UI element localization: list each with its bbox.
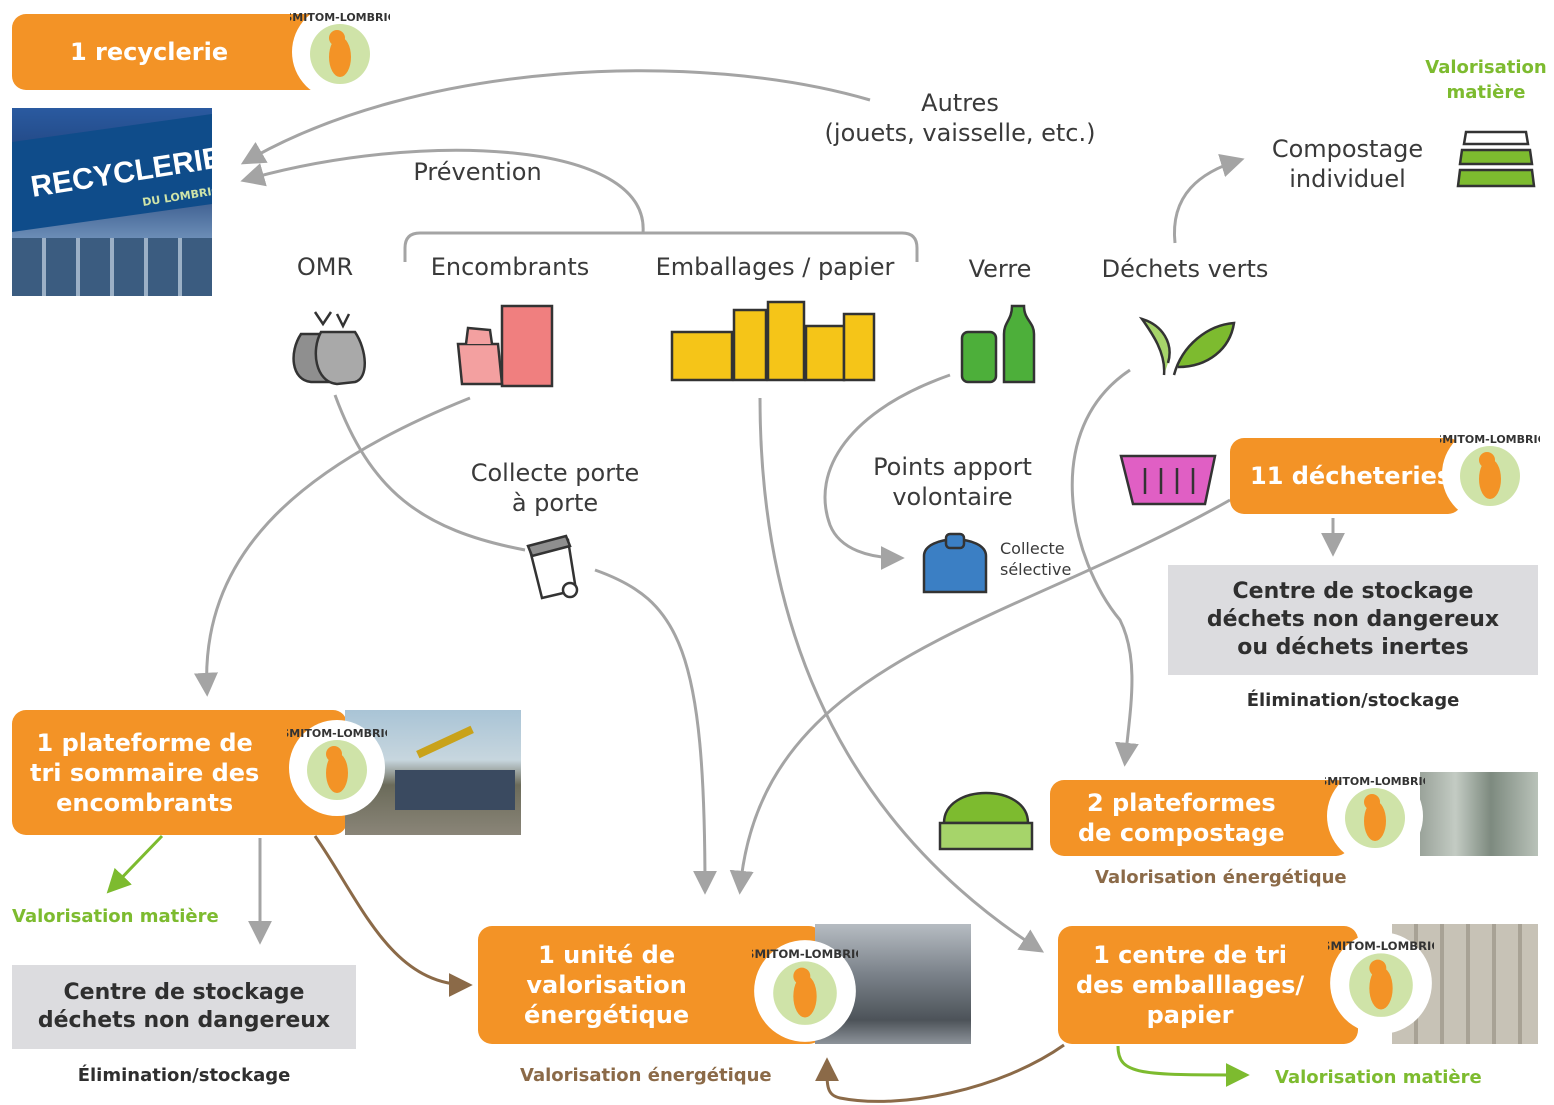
valorisation-energetique-compost-caption: Valorisation énergétique (1095, 867, 1347, 888)
smitom-lombric-logo: SMITOM-LOMBRIC (287, 720, 387, 816)
unite-valorisation-label: 1 unité de valorisation énergétique (524, 941, 690, 1029)
svg-text:SMITOM-LOMBRIC: SMITOM-LOMBRIC (1328, 939, 1434, 953)
decheteries-label: 11 décheteries (1250, 462, 1452, 490)
recyclerie-box: 1 recyclerie (12, 14, 342, 90)
svg-text:SMITOM-LOMBRIC: SMITOM-LOMBRIC (752, 947, 858, 961)
basket-icon (1119, 454, 1217, 506)
collecte-porte-label: Collecte porte à porte (470, 459, 640, 517)
arrow-plateforme-uve (313, 835, 473, 997)
smitom-lombric-logo: SMITOM-LOMBRIC (752, 940, 858, 1042)
storage-left-box: Centre de stockage déchets non dangereux (12, 965, 356, 1049)
arrow-verts-plateformes-compostage (1070, 368, 1139, 767)
arrow-emballages-centre-tri (758, 397, 1045, 953)
storage-right-label: Centre de stockage déchets non dangereux… (1206, 579, 1500, 660)
valorisation-matiere-top: Valorisation matière (1425, 57, 1547, 103)
arrow-verts-compostage-individuel (1172, 154, 1245, 244)
plateforme-tri-label: 1 plateforme de tri sommaire des encombr… (30, 728, 260, 817)
encombrants-label: Encombrants (430, 253, 590, 281)
centre-tri-label: 1 centre de tri des emballlages/ papier (1076, 941, 1305, 1029)
trash-bag-icon (292, 311, 366, 386)
arrow-centre-tri-valorisation (1116, 1045, 1250, 1087)
prevention-label: Prévention (413, 158, 542, 186)
compostage-photo (1420, 772, 1538, 856)
smitom-lombric-logo: SMITOM-LOMBRIC (1328, 932, 1434, 1034)
packaging-icon (670, 300, 876, 382)
svg-text:SMITOM-LOMBRIC: SMITOM-LOMBRIC (287, 727, 387, 740)
furniture-icon (456, 304, 554, 388)
svg-text:SMITOM-LOMBRIC: SMITOM-LOMBRIC (290, 11, 390, 24)
dechets-verts-label: Déchets verts (1101, 255, 1269, 283)
compost-bin-icon (1456, 130, 1536, 188)
smitom-lombric-logo: SMITOM-LOMBRIC (1325, 768, 1425, 864)
points-apport-label: Points apport volontaire (873, 453, 1032, 511)
valorisation-matiere-bottom-caption: Valorisation matière (1275, 1067, 1482, 1088)
storage-left-label: Centre de stockage déchets non dangereux (37, 980, 331, 1033)
valorisation-energetique-uve-caption: Valorisation énergétique (520, 1065, 772, 1086)
glass-bottle-icon (960, 304, 1036, 384)
verre-label: Verre (968, 255, 1032, 283)
arrow-encombrants-plateforme (194, 396, 471, 697)
valorisation-matiere-left-caption: Valorisation matière (12, 906, 219, 927)
plateformes-compostage-box: 2 plateformes de compostage (1050, 780, 1350, 856)
svg-text:SMITOM-LOMBRIC: SMITOM-LOMBRIC (1325, 775, 1425, 788)
centre-tri-box: 1 centre de tri des emballlages/ papier (1058, 926, 1358, 1044)
smitom-lombric-logo: SMITOM-LOMBRIC (290, 4, 390, 100)
arrow-omr-collecte (333, 394, 526, 552)
leaves-icon (1138, 316, 1236, 376)
svg-text:SMITOM-LOMBRIC: SMITOM-LOMBRIC (1440, 433, 1540, 446)
autres-label: Autres (jouets, vaisselle, etc.) (824, 89, 1096, 147)
wheelie-bin-icon (526, 534, 579, 600)
smitom-lombric-logo: SMITOM-LOMBRIC (1440, 426, 1540, 522)
arrow-decheteries-uve (729, 498, 1231, 895)
elimination-left-caption: Élimination/stockage (77, 1065, 291, 1086)
compostage-individuel-label: Compostage individuel (1271, 135, 1424, 193)
omr-label: OMR (296, 253, 354, 281)
compost-mound-icon (938, 791, 1034, 851)
unite-valorisation-box: 1 unité de valorisation énergétique (478, 926, 823, 1044)
emballages-label: Emballages / papier (655, 253, 895, 281)
plateformes-compostage-label: 2 plateformes de compostage (1078, 789, 1285, 847)
collecte-selective-label: Collecte sélective (1000, 539, 1072, 579)
storage-right-box: Centre de stockage déchets non dangereux… (1168, 565, 1538, 675)
elimination-right-caption: Élimination/stockage (1246, 690, 1460, 711)
recyclerie-photo: RECYCLERIE DU LOMBRIC (12, 108, 212, 296)
arrow-autres-recyclerie (240, 69, 871, 165)
arrow-prevention-recyclerie (240, 148, 645, 234)
arrow-collecte-uve (594, 568, 717, 895)
decheteries-box: 11 décheteries (1230, 438, 1462, 514)
arrow-verre-collecte-selective (823, 373, 951, 570)
arrow-centre-tri-uve (814, 1043, 1065, 1103)
arrow-plateforme-valorisation (106, 834, 164, 894)
bracket-prevention (403, 231, 919, 262)
recyclerie-label: 1 recyclerie (70, 38, 229, 66)
glass-bank-icon (922, 532, 988, 594)
